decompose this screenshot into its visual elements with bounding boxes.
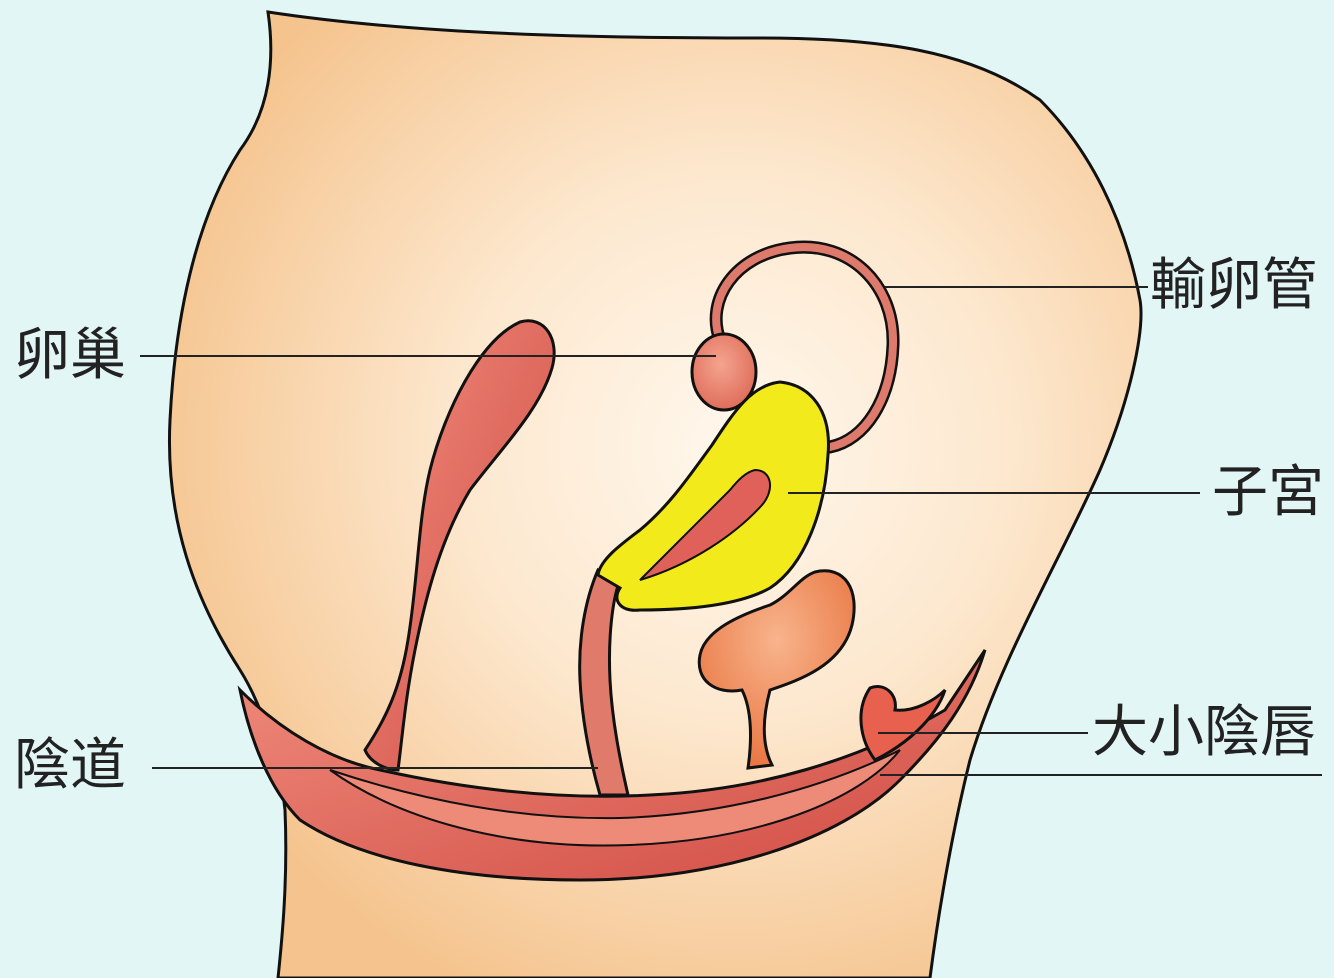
label-vagina: 陰道: [14, 738, 126, 794]
label-oviduct: 輸卵管: [1150, 258, 1318, 314]
label-labia: 大小陰唇: [1092, 705, 1316, 761]
label-uterus: 子宮: [1212, 465, 1324, 521]
label-ovary: 卵巢: [14, 328, 126, 384]
